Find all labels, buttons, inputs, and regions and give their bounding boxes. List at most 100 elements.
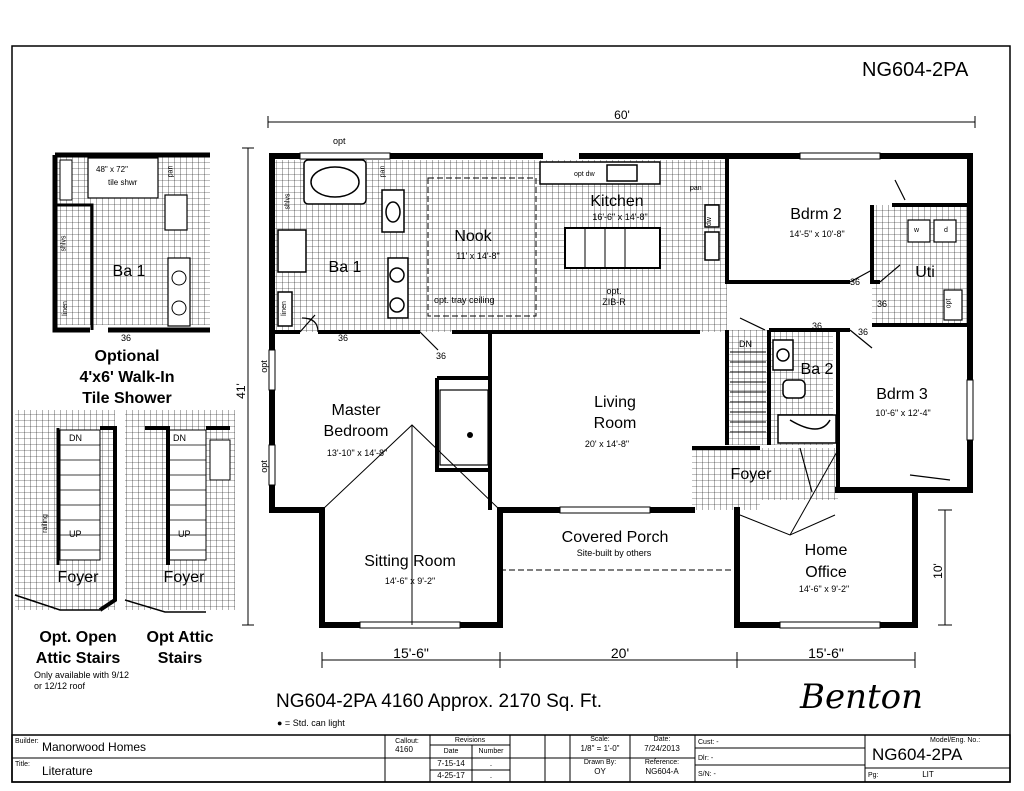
note-door-bdrm3: 36: [858, 327, 869, 337]
note-opt-tub: opt: [333, 136, 346, 146]
inset-open-up: UP: [69, 529, 82, 539]
vault-lines: [321, 424, 501, 625]
note-dryer: d: [944, 227, 948, 234]
room-master-size: 13'-10" x 14'-8": [326, 448, 388, 458]
inset-shower-caption: Optional 4'x6' Walk-In Tile Shower: [79, 348, 175, 407]
model-name: Benton: [800, 677, 924, 717]
tray-ceiling: [427, 177, 537, 317]
inset-open-caption: Opt. Open Attic Stairs: [35, 629, 121, 667]
tb-cust: Cust: -: [698, 739, 719, 746]
tb-page: LIT: [922, 770, 934, 779]
kitchen-counters: [539, 161, 720, 261]
room-bdrm3-size: 10'-6" x 12'-4": [875, 408, 931, 418]
tb-pg-label: Pg:: [868, 772, 879, 779]
master-closet: [439, 389, 489, 466]
note-opt-window-1: opt: [258, 360, 269, 373]
room-living-size: 20' x 14'-8": [584, 439, 630, 449]
tb-revisions-label: Revisions: [454, 737, 486, 744]
room-porch-name: Covered Porch: [561, 529, 669, 546]
room-nook-name: Nook: [454, 228, 492, 245]
tb-reference-label: Reference:: [644, 759, 680, 766]
room-living-name: Living Room: [593, 394, 637, 432]
tb-title: Literature: [42, 764, 93, 778]
inset-pan: pan: [167, 165, 175, 178]
room-uti-label: Uti: [915, 264, 935, 281]
kitchen-island: [564, 227, 661, 269]
tb-revision-date-1: 7-15-14: [437, 759, 465, 768]
note-door-ba2: 36: [812, 321, 823, 331]
inset-ba1-label: Ba 1: [112, 263, 146, 280]
note-door-master: 36: [436, 351, 447, 361]
tb-callout-label: Callout:: [395, 738, 419, 745]
room-foyer-label: Foyer: [730, 466, 772, 483]
plan-code-header: NG604-2PA: [862, 59, 969, 81]
tb-sn: S/N: -: [698, 771, 716, 778]
tb-builder-label: Builder:: [15, 738, 39, 745]
inset-attic-dn: DN: [173, 433, 186, 443]
overall-depth-dimension: 41': [233, 383, 248, 399]
note-door-bdrm2: 36: [850, 277, 861, 287]
room-porch-note: Site-built by others: [576, 548, 652, 558]
room-ba1-label: Ba 1: [328, 259, 362, 276]
room-office-name: Home Office: [804, 542, 848, 581]
room-bdrm3-name: Bdrm 3: [876, 386, 928, 403]
tb-number-col: Number: [478, 748, 504, 755]
tb-revision-date-2: 4-25-17: [437, 771, 465, 780]
room-bdrm2-name: Bdrm 2: [790, 206, 842, 223]
utility-appliances: [907, 219, 963, 321]
room-bdrm2-size: 14'-5" x 10'-8": [789, 229, 845, 239]
room-ba2-label: Ba 2: [800, 361, 834, 378]
room-nook-size: 11' x 14'-8": [456, 251, 500, 261]
porch-depth-dimension: 10': [930, 563, 945, 579]
note-washer: w: [914, 227, 920, 234]
tb-drawn-by: OY: [594, 767, 606, 776]
office-vault: [739, 449, 839, 536]
room-kitchen-size: 16'-6" x 14'-8": [592, 212, 648, 222]
note-pan-kitchen: pan: [690, 185, 702, 192]
note-stairs-dn: DN: [739, 339, 752, 349]
dimension-lines: [242, 116, 976, 668]
tb-model-label: Model/Eng. No.:: [930, 737, 981, 744]
note-opt-dw: opt dw: [574, 171, 595, 178]
note-pan-bath: pan: [379, 165, 387, 178]
tb-scale-label: Scale:: [590, 736, 610, 743]
tb-model-no: NG604-2PA: [872, 745, 963, 764]
note-door-uti: 36: [877, 299, 888, 309]
tb-date-col: Date: [443, 748, 459, 755]
tb-reference: NG604-A: [645, 767, 679, 776]
note-tray-ceiling: opt. tray ceiling: [434, 295, 495, 305]
inset-shower-size: 48" x 72": [96, 165, 128, 174]
tb-callout: 4160: [395, 745, 413, 754]
inset-open-dn: DN: [69, 433, 82, 443]
tb-revision-num-2: .: [489, 771, 493, 780]
room-master-name: Master Bedroom: [323, 402, 389, 440]
door-swings: [299, 179, 951, 493]
inset-shlvs: shlvs: [60, 235, 68, 252]
note-shlvs: shlvs: [284, 193, 292, 210]
room-office-size: 14'-6" x 9'-2": [798, 584, 850, 594]
inset-open-foyer: Foyer: [57, 569, 99, 586]
room-sitting-size: 14'-6" x 9'-2": [384, 576, 436, 586]
inset-open-stairs: [14, 410, 117, 612]
legend-can-light: ● = Std. can light: [277, 718, 345, 728]
stair-treads: [730, 351, 766, 433]
interior-walls: [272, 156, 970, 510]
tb-date-label: Date:: [653, 736, 671, 743]
windows: [268, 152, 974, 629]
inset-attic-caption: Opt Attic Stairs: [146, 629, 214, 667]
note-opt-window-2: opt: [258, 460, 269, 473]
can-light: [467, 432, 473, 438]
inset-door-36: 36: [121, 333, 132, 343]
room-sitting-name: Sitting Room: [364, 553, 456, 570]
bath2-fixtures: [772, 339, 837, 444]
tb-dlr: Dlr: -: [698, 755, 714, 762]
note-door-master-bath: 36: [338, 333, 349, 343]
inset-open-note: Only available with 9/12 or 12/12 roof: [34, 670, 130, 692]
room-kitchen-name: Kitchen: [590, 193, 644, 210]
tb-builder: Manorwood Homes: [42, 740, 147, 754]
tb-drawn-label: Drawn By:: [583, 759, 617, 766]
inset-linen: linen: [61, 301, 69, 316]
plan-title: NG604-2PA 4160 Approx. 2170 Sq. Ft.: [276, 691, 603, 712]
tb-title-label: Title:: [15, 761, 30, 768]
